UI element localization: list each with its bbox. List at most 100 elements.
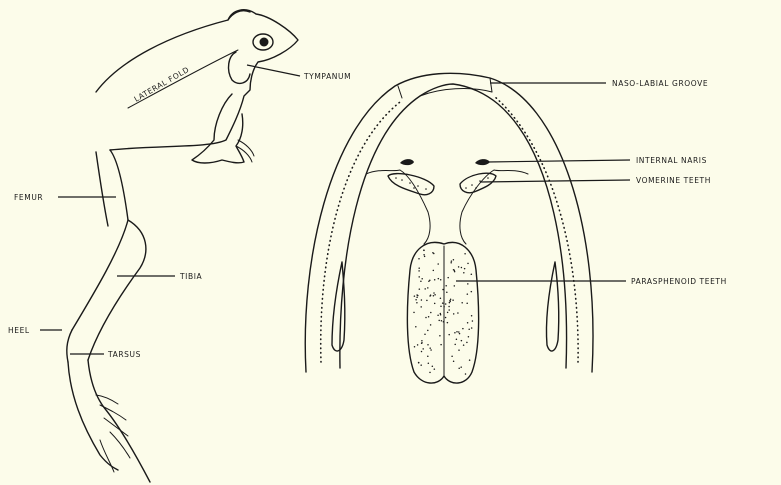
label-tibia: TIBIA xyxy=(179,272,203,281)
stipple-dot xyxy=(417,344,419,346)
stipple-dot xyxy=(413,312,415,314)
stipple-dot xyxy=(463,344,465,346)
stipple-dot xyxy=(458,349,460,351)
stipple-dot xyxy=(466,302,468,304)
maxillary-teeth-right xyxy=(494,96,578,362)
right-slit xyxy=(546,262,558,351)
stipple-dot xyxy=(422,348,424,350)
stipple-dot xyxy=(430,294,432,296)
stipple-dot xyxy=(418,270,420,272)
palate-view xyxy=(305,73,593,383)
stipple-dot xyxy=(433,295,435,297)
leader-internal-naris xyxy=(487,160,630,162)
stipple-dot xyxy=(434,303,436,305)
stipple-dot xyxy=(418,362,420,364)
stipple-dot xyxy=(454,271,456,273)
frog-thigh-back xyxy=(96,152,108,226)
stipple-dot xyxy=(467,322,469,324)
tympanum-shape xyxy=(229,52,250,83)
stipple-dot xyxy=(437,315,439,317)
stipple-dot xyxy=(418,276,420,278)
stipple-dot xyxy=(416,296,418,298)
stipple-dot xyxy=(418,267,420,269)
frog-toes xyxy=(96,395,130,472)
stipple-dot xyxy=(421,342,423,344)
stipple-dot xyxy=(440,314,442,316)
stipple-dot xyxy=(453,313,455,315)
label-naso-labial-groove: NASO-LABIAL GROOVE xyxy=(612,79,708,88)
palatal-ridge-left xyxy=(366,170,430,244)
stipple-dot xyxy=(468,329,470,331)
stipple-dot xyxy=(429,372,431,374)
stipple-dot xyxy=(416,302,418,304)
stipple-dot xyxy=(415,326,417,328)
stipple-dot xyxy=(418,258,420,260)
stipple-dot xyxy=(440,344,442,346)
stipple-dot xyxy=(420,306,422,308)
label-parasphenoid-teeth: PARASPHENOID TEETH xyxy=(631,277,727,286)
stipple-dot xyxy=(446,292,448,294)
stipple-dot xyxy=(471,327,473,329)
stipple-dot xyxy=(423,250,425,252)
stipple-dot xyxy=(453,361,455,363)
stipple-dot xyxy=(466,342,468,344)
stipple-dot xyxy=(437,263,439,265)
stipple-dot xyxy=(430,312,432,314)
stipple-dot xyxy=(430,324,432,326)
stipple-dot xyxy=(421,340,423,342)
stipple-dot xyxy=(454,344,456,346)
stipple-dot xyxy=(427,330,429,332)
frog-side-view xyxy=(67,10,298,482)
stipple-dot xyxy=(453,269,455,271)
outer-jaw-outline xyxy=(305,73,593,372)
leader-vomerine-teeth xyxy=(480,180,630,182)
stipple-dot xyxy=(423,254,425,256)
stipple-dot xyxy=(472,320,474,322)
stipple-dot xyxy=(448,334,450,336)
stipple-dot xyxy=(438,278,440,280)
stipple-dot xyxy=(433,253,435,255)
stipple-dot xyxy=(441,320,443,322)
stipple-dot xyxy=(448,306,450,308)
stipple-dot xyxy=(454,332,456,334)
frog-shin-outline xyxy=(88,220,146,360)
naso-labial-groove-right xyxy=(490,78,492,92)
stipple-dot xyxy=(442,302,444,304)
stipple-dot xyxy=(442,289,444,291)
stipple-dot xyxy=(457,312,459,314)
stipple-dot xyxy=(428,316,430,318)
stipple-dot xyxy=(462,328,464,330)
stipple-dot xyxy=(420,364,422,366)
stipple-dot xyxy=(440,298,442,300)
stipple-dot xyxy=(467,283,469,285)
stipple-dot xyxy=(451,260,453,262)
stipple-dot xyxy=(427,287,429,289)
stipple-dot xyxy=(416,294,418,296)
frog-foot-outline xyxy=(68,360,150,482)
stipple-dot xyxy=(468,336,470,338)
stipple-dot xyxy=(458,266,460,268)
stipple-dot xyxy=(447,277,449,279)
vomerine-teeth-right xyxy=(460,173,496,193)
frog-pupil xyxy=(260,38,269,47)
stipple-dot xyxy=(443,306,445,308)
stipple-dot xyxy=(434,294,436,296)
label-femur: FEMUR xyxy=(14,193,43,202)
stipple-dot xyxy=(458,331,460,333)
stipple-dot xyxy=(445,303,447,305)
label-tarsus: TARSUS xyxy=(107,350,141,359)
stipple-dot xyxy=(421,278,423,280)
stipple-dot xyxy=(454,285,456,287)
stipple-dot xyxy=(461,302,463,304)
stipple-dot xyxy=(469,359,471,361)
stipple-dot xyxy=(425,317,427,319)
stipple-dot xyxy=(419,288,421,290)
stipple-dot xyxy=(450,262,452,264)
stipple-dot xyxy=(448,309,450,311)
stipple-dot xyxy=(447,322,449,324)
frog-front-arm xyxy=(192,94,244,163)
stipple-dot xyxy=(415,299,417,301)
stipple-dot xyxy=(434,368,436,370)
frog-head-bump xyxy=(228,11,250,20)
